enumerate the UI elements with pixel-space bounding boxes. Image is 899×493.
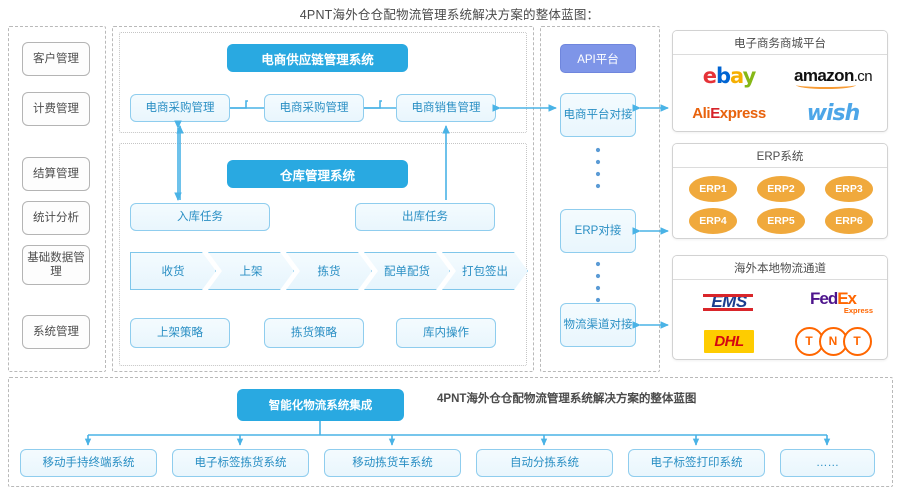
flow-step-pack[interactable]: 打包签出 (442, 252, 528, 290)
erp-panel: ERP系统 ERP1 ERP2 ERP3 ERP4 ERP5 ERP6 (672, 143, 888, 239)
sidebar-item-system[interactable]: 系统管理 (22, 315, 90, 349)
erp-item-6[interactable]: ERP6 (825, 208, 873, 234)
picking-strategy-box[interactable]: 拣货策略 (264, 318, 364, 348)
erp-item-1[interactable]: ERP1 (689, 176, 737, 202)
center-container (112, 26, 534, 372)
supply-chain-section (119, 32, 527, 133)
bottom-subtitle: 4PNT海外仓仓配物流管理系统解决方案的整体蓝图 (437, 393, 697, 405)
flow-step-receive[interactable]: 收货 (130, 252, 216, 290)
flow-step-pick[interactable]: 拣货 (286, 252, 372, 290)
api-connector-erp[interactable]: ERP对接 (560, 209, 636, 253)
ecommerce-sales-box[interactable]: 电商销售管理 (396, 94, 496, 122)
putaway-strategy-box[interactable]: 上架策略 (130, 318, 230, 348)
dhl-logo: DHL (679, 324, 779, 358)
supply-chain-header: 电商供应链管理系统 (227, 44, 408, 72)
inbound-task-box[interactable]: 入库任务 (130, 203, 270, 231)
bottom-item-etag-printing[interactable]: 电子标签打印系统 (628, 449, 765, 477)
ems-logo: EMS (679, 284, 779, 320)
bottom-item-auto-sorting[interactable]: 自动分拣系统 (476, 449, 613, 477)
erp-item-4[interactable]: ERP4 (689, 208, 737, 234)
wish-logo: wish (806, 100, 861, 126)
warehouse-section (119, 143, 527, 366)
flow-step-allocate[interactable]: 配单配货 (364, 252, 450, 290)
in-warehouse-ops-box[interactable]: 库内操作 (396, 318, 496, 348)
sidebar-container (8, 26, 106, 372)
ecommerce-purchase-box-1[interactable]: 电商采购管理 (130, 94, 230, 122)
bottom-header: 智能化物流系统集成 (237, 389, 404, 421)
amazon-logo: amazon.cn (781, 59, 885, 93)
logistics-panel-title: 海外本地物流通道 (673, 256, 887, 280)
sidebar-item-basic-data[interactable]: 基础数据管理 (22, 245, 90, 285)
erp-item-2[interactable]: ERP2 (757, 176, 805, 202)
ecommerce-panel-title: 电子商务商城平台 (673, 31, 887, 55)
bottom-item-etag-picking[interactable]: 电子标签拣货系统 (172, 449, 309, 477)
bottom-item-picking-cart[interactable]: 移动拣货车系统 (324, 449, 461, 477)
ebay-logo: ebay (702, 64, 757, 88)
warehouse-header: 仓库管理系统 (227, 160, 408, 188)
fedex-logo: FedEx Express (809, 289, 873, 315)
sidebar-item-settlement[interactable]: 结算管理 (22, 157, 90, 191)
aliexpress-logo: AliExpress (692, 104, 766, 122)
api-connector-logistics[interactable]: 物流渠道对接 (560, 303, 636, 347)
bottom-item-more[interactable]: …… (780, 449, 875, 477)
bottom-item-handheld[interactable]: 移动手持终端系统 (20, 449, 157, 477)
erp-item-3[interactable]: ERP3 (825, 176, 873, 202)
flow-step-putaway[interactable]: 上架 (208, 252, 294, 290)
ecommerce-purchase-box-2[interactable]: 电商采购管理 (264, 94, 364, 122)
page-title: 4PNT海外仓仓配物流管理系统解决方案的整体蓝图： (299, 8, 600, 22)
sidebar-item-customer[interactable]: 客户管理 (22, 42, 90, 76)
api-connector-ecommerce[interactable]: 电商平台对接 (560, 93, 636, 137)
erp-panel-title: ERP系统 (673, 144, 887, 168)
outbound-task-box[interactable]: 出库任务 (355, 203, 495, 231)
ecommerce-platform-panel: 电子商务商城平台 ebay amazon.cn AliExpress wish (672, 30, 888, 132)
sidebar-item-statistics[interactable]: 统计分析 (22, 201, 90, 235)
api-platform-header: API平台 (560, 44, 636, 73)
erp-item-5[interactable]: ERP5 (757, 208, 805, 234)
sidebar-item-billing[interactable]: 计费管理 (22, 92, 90, 126)
